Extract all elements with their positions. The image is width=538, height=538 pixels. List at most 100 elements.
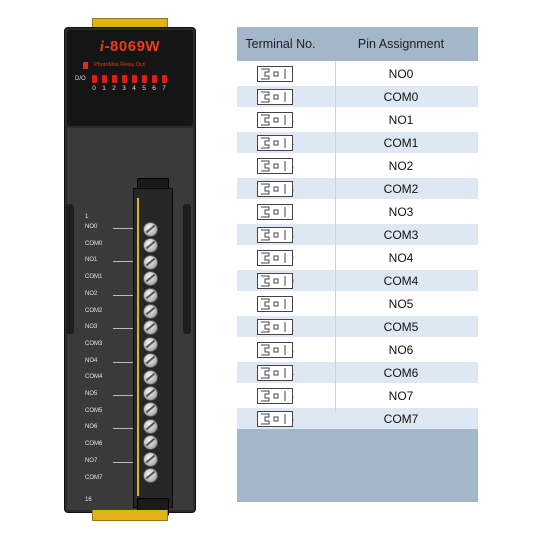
io-module: i-8069W PhotoMos Relay Out D/O 0 1 2 3 4… bbox=[64, 18, 196, 521]
lower-panel bbox=[67, 128, 193, 510]
terminal-connector-icon bbox=[257, 318, 293, 335]
terminal-connector-icon bbox=[257, 180, 293, 197]
table-body: 01NO002COM003NO104COM105NO206COM207NO308… bbox=[237, 61, 478, 429]
front-panel: i-8069W PhotoMos Relay Out D/O 0 1 2 3 4… bbox=[67, 30, 193, 126]
table-row: 04COM1 bbox=[237, 130, 478, 154]
table-row: 10COM4 bbox=[237, 268, 478, 292]
led-indicator-icon bbox=[151, 75, 157, 83]
model-prefix: i bbox=[99, 39, 105, 55]
table-row: 13NO6 bbox=[237, 337, 478, 361]
terminal-connector-icon bbox=[257, 203, 293, 220]
led-number: 6 bbox=[152, 85, 156, 92]
table-row: 12COM5 bbox=[237, 314, 478, 338]
terminal-screw-icon bbox=[143, 287, 158, 303]
terminal-label: COM7 bbox=[85, 474, 103, 481]
pin-name: COM7 bbox=[324, 406, 478, 429]
terminal-label: NO6 bbox=[85, 424, 98, 431]
table-column-divider bbox=[335, 61, 336, 413]
table-row: 09NO4 bbox=[237, 245, 478, 269]
led-indicator-icon bbox=[141, 75, 147, 83]
pin-name: COM1 bbox=[324, 130, 478, 154]
table-row: 14COM6 bbox=[237, 360, 478, 384]
bottom-mount-clip bbox=[92, 510, 168, 521]
pin-name: COM2 bbox=[324, 176, 478, 200]
pin-name: NO5 bbox=[324, 291, 478, 315]
subtitle-row: PhotoMos Relay Out bbox=[83, 60, 145, 70]
terminal-screw-icon bbox=[143, 238, 158, 254]
led-number: 5 bbox=[142, 85, 146, 92]
led-channel: 5 bbox=[139, 75, 149, 92]
led-number: 7 bbox=[162, 85, 166, 92]
label-leader-line bbox=[113, 361, 135, 363]
terminal-label: NO3 bbox=[85, 324, 98, 331]
label-leader-line bbox=[113, 428, 135, 430]
terminal-icon-cell bbox=[237, 84, 293, 108]
pin-name: COM3 bbox=[324, 222, 478, 246]
terminal-label: NO4 bbox=[85, 357, 98, 364]
terminal-icon-cell bbox=[237, 245, 293, 269]
terminal-icon-cell bbox=[237, 107, 293, 131]
led-channel: 7 bbox=[159, 75, 169, 92]
table-row: 01NO0 bbox=[237, 61, 478, 85]
module-subtitle: PhotoMos Relay Out bbox=[94, 62, 145, 68]
terminal-label: COM4 bbox=[85, 374, 103, 381]
pin-name: NO0 bbox=[324, 61, 478, 85]
side-ridge-right bbox=[183, 204, 191, 334]
terminal-icon-cell bbox=[237, 176, 293, 200]
terminal-label: NO5 bbox=[85, 391, 98, 397]
terminal-label: NO2 bbox=[85, 290, 98, 297]
led-number: 4 bbox=[132, 85, 136, 92]
led-indicator-icon bbox=[121, 75, 127, 83]
terminal-label: COM5 bbox=[85, 407, 103, 414]
side-ridge-left bbox=[66, 204, 74, 334]
terminal-no-header: Terminal No. bbox=[237, 27, 324, 62]
terminal-label: COM3 bbox=[85, 340, 103, 347]
pin-name: NO4 bbox=[324, 245, 478, 269]
terminal-connector-icon bbox=[257, 410, 293, 427]
terminal-icon-cell bbox=[237, 406, 293, 429]
terminal-connector-icon bbox=[257, 387, 293, 404]
model-suffix: -8069W bbox=[104, 38, 161, 55]
label-leader-line bbox=[113, 461, 135, 463]
terminal-screw-icon bbox=[143, 254, 158, 270]
terminal-connector-icon bbox=[257, 65, 293, 82]
terminal-icon-cell bbox=[237, 314, 293, 338]
table-row: 08COM3 bbox=[237, 222, 478, 246]
terminal-label: COM1 bbox=[85, 274, 103, 281]
terminal-icon-cell bbox=[237, 199, 293, 223]
terminal-icon-cell bbox=[237, 153, 293, 177]
led-number: 3 bbox=[122, 85, 126, 92]
terminal-screw-icon bbox=[143, 336, 158, 352]
terminal-connector-icon bbox=[257, 341, 293, 358]
led-channel: 1 bbox=[99, 75, 109, 92]
label-leader-line bbox=[113, 228, 135, 229]
terminal-label: NO1 bbox=[85, 257, 98, 264]
pin-name: NO6 bbox=[324, 337, 478, 361]
table-row: 05NO2 bbox=[237, 153, 478, 177]
led-channel: 4 bbox=[129, 75, 139, 92]
led-row: D/O 0 1 2 3 4 5 6 7 bbox=[75, 75, 169, 92]
terminal-label: COM2 bbox=[85, 307, 103, 314]
pin-assignment-header: Pin Assignment bbox=[324, 27, 478, 62]
terminal-connector-icon bbox=[257, 364, 293, 381]
table-row: 06COM2 bbox=[237, 176, 478, 200]
terminal-connector-icon bbox=[257, 226, 293, 243]
terminal-connector-icon bbox=[257, 157, 293, 174]
terminal-screw-icon bbox=[143, 222, 158, 237]
table-row: 03NO1 bbox=[237, 107, 478, 131]
terminal-screw-icon bbox=[143, 402, 158, 418]
pin-name: COM6 bbox=[324, 360, 478, 384]
terminal-screw-icon bbox=[143, 451, 158, 467]
label-leader-line bbox=[113, 328, 135, 330]
led-number: 2 bbox=[112, 85, 116, 92]
terminal-screw-icon bbox=[143, 271, 158, 287]
led-indicator-icon bbox=[161, 75, 167, 83]
terminal-screw-icon bbox=[143, 386, 158, 401]
pin-name: NO1 bbox=[324, 107, 478, 131]
model-name: i-8069W bbox=[67, 38, 193, 56]
terminal-icon-cell bbox=[237, 268, 293, 292]
led-indicator-icon bbox=[111, 75, 117, 83]
label-leader-line bbox=[113, 294, 135, 296]
terminal-connector-icon bbox=[257, 88, 293, 105]
terminal-icon-cell bbox=[237, 383, 293, 407]
